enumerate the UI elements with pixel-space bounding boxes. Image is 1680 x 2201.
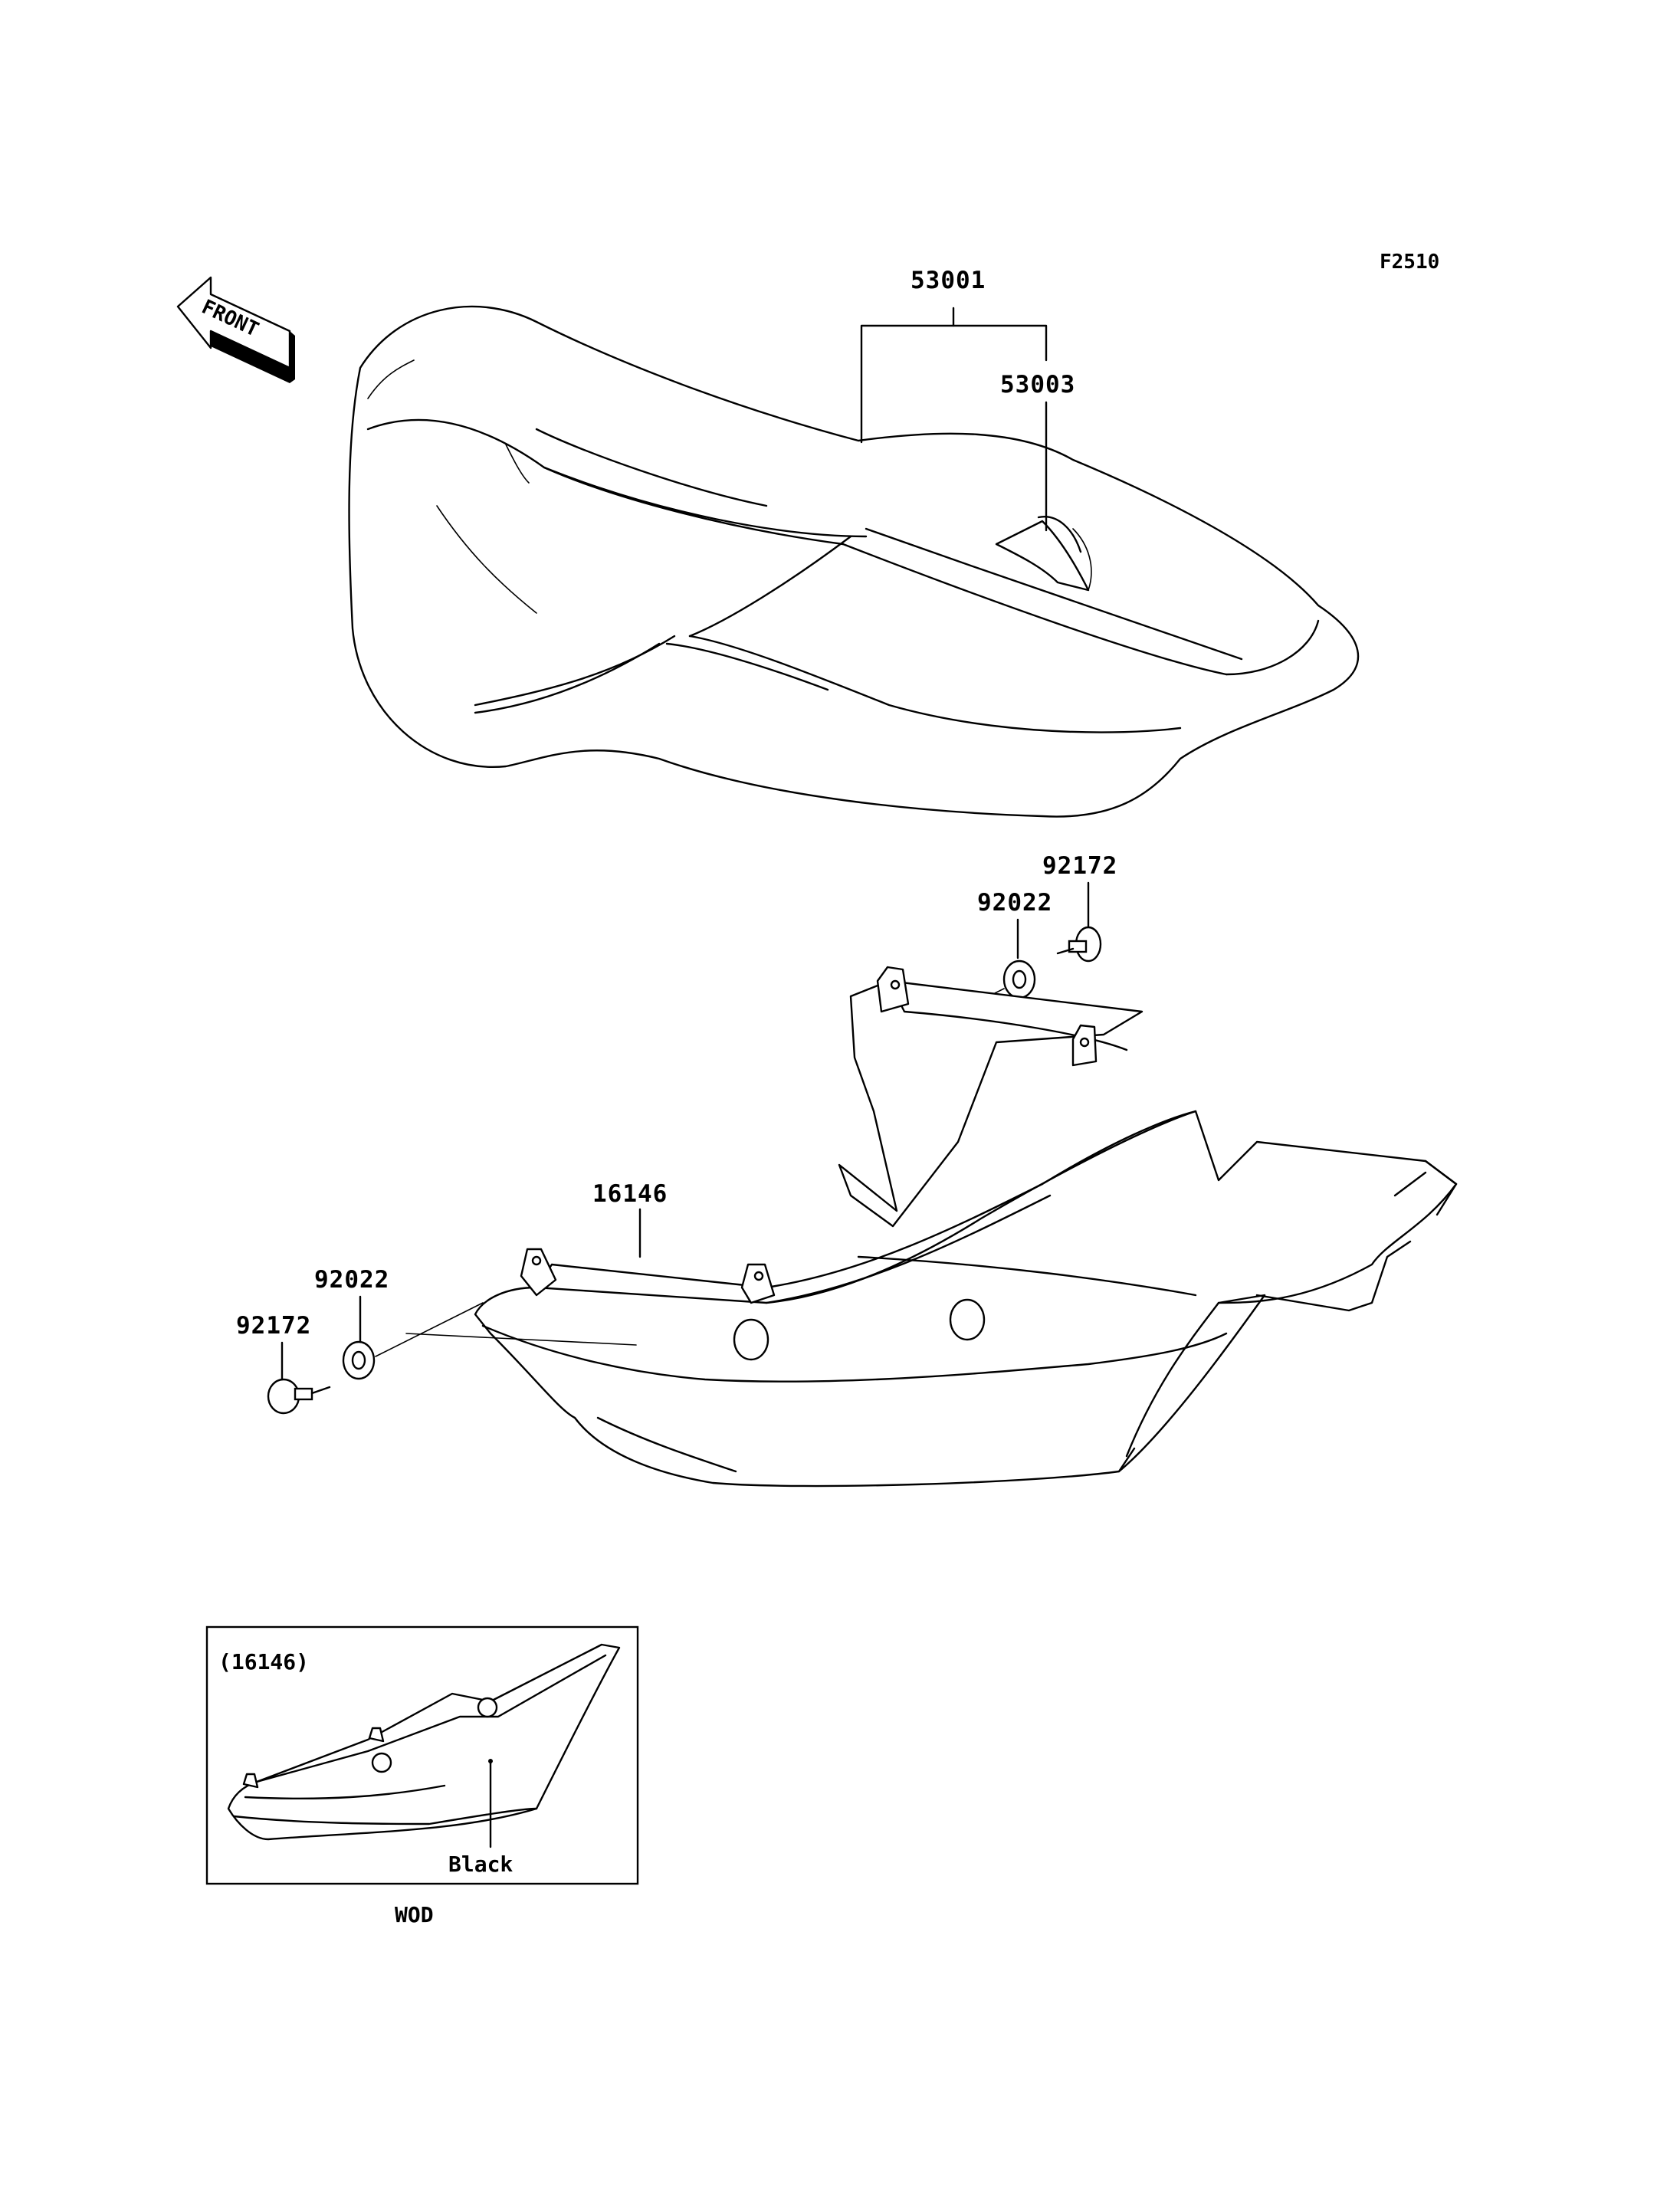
- seat-drawing: [348, 305, 1360, 818]
- collar-right-icon: [1002, 959, 1036, 999]
- callout-16146: 16146: [592, 1180, 668, 1208]
- callout-92022-right: 92022: [977, 889, 1052, 917]
- callout-53003: 53003: [1000, 371, 1075, 399]
- side-cover-drawing: [474, 966, 1458, 1488]
- callout-53001: 53001: [911, 267, 986, 294]
- collar-left-icon: [342, 1340, 376, 1380]
- callout-92172-left: 92172: [236, 1312, 311, 1340]
- figure-code: F2510: [1380, 251, 1439, 274]
- variant-ref: (16146): [218, 1649, 309, 1675]
- bolt-left-icon: [267, 1378, 331, 1415]
- callout-92172-right: 92172: [1042, 852, 1117, 880]
- variant-color-label: Black: [448, 1852, 513, 1877]
- front-arrow-icon: FRONT: [176, 276, 295, 383]
- bolt-right-icon: [1056, 926, 1102, 963]
- variant-caption: WOD: [395, 1902, 434, 1927]
- variant-cover-drawing: [227, 1643, 621, 1848]
- callout-92022-left: 92022: [314, 1266, 389, 1294]
